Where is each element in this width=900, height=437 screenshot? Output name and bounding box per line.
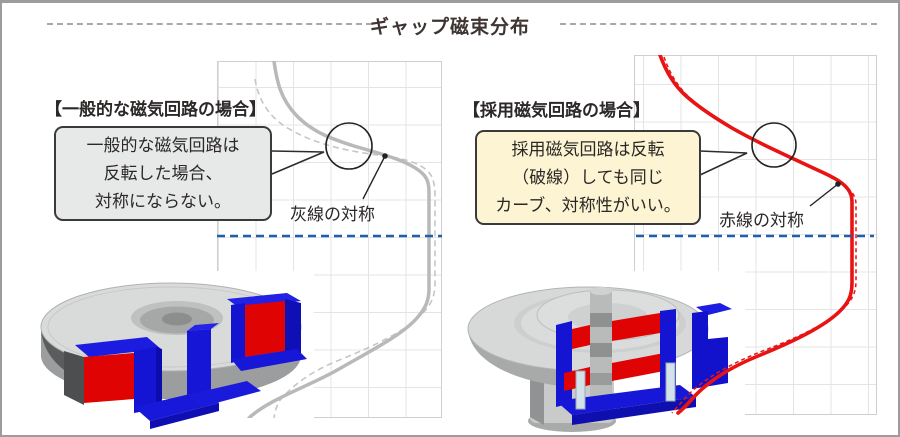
symmetry-highlight-circle (751, 122, 797, 168)
title-rule-right (560, 23, 877, 25)
red-symmetry-label: 赤線の対称 (719, 211, 804, 231)
figure-title: ギャップ磁束分布 (369, 16, 530, 38)
callout-line: カーブ、対称性がいい。 (495, 196, 681, 216)
general-circuit-curves-overlay (217, 61, 442, 418)
general-circuit-header: 【一般的な磁気回路の場合】 (45, 100, 266, 120)
callout-line: 反転した場合、 (103, 164, 223, 184)
callout-line: （破線）しても同じ (512, 168, 664, 188)
red-symmetry-point-dot (835, 181, 841, 187)
adopted-circuit-header: 【採用磁気回路の場合】 (463, 101, 650, 121)
general-circuit-3d-image (32, 271, 314, 433)
adopted-circuit-callout: 採用磁気回路は反転 （破線）しても同じ カーブ、対称性がいい。 (475, 130, 701, 225)
title-rule-left (47, 23, 372, 25)
right-callout-tail (699, 150, 748, 176)
asymmetry-highlight-circle (325, 122, 373, 170)
left-callout-tail (271, 150, 325, 175)
callout-line: 一般的な磁気回路は (86, 136, 240, 156)
general-circuit-callout: 一般的な磁気回路は 反転した場合、 対称にならない。 (54, 126, 272, 221)
adopted-circuit-3d-image (457, 271, 745, 433)
red-symmetry-leader-line (809, 183, 839, 207)
gray-symmetry-point-dot (382, 153, 388, 159)
gray-symmetry-leader-line (362, 155, 386, 200)
adopted-circuit-motor-drawing (467, 286, 732, 432)
red-reversed-dashed-curve (663, 56, 857, 414)
red-flux-curve (658, 55, 854, 415)
general-circuit-motor-drawing (40, 282, 307, 429)
callout-line: 採用磁気回路は反転 (511, 140, 665, 160)
callout-line: 対称にならない。 (95, 192, 231, 212)
gray-symmetry-label: 灰線の対称 (290, 205, 375, 225)
adopted-circuit-curves-overlay (636, 55, 874, 415)
gray-flux-curve (247, 61, 431, 418)
